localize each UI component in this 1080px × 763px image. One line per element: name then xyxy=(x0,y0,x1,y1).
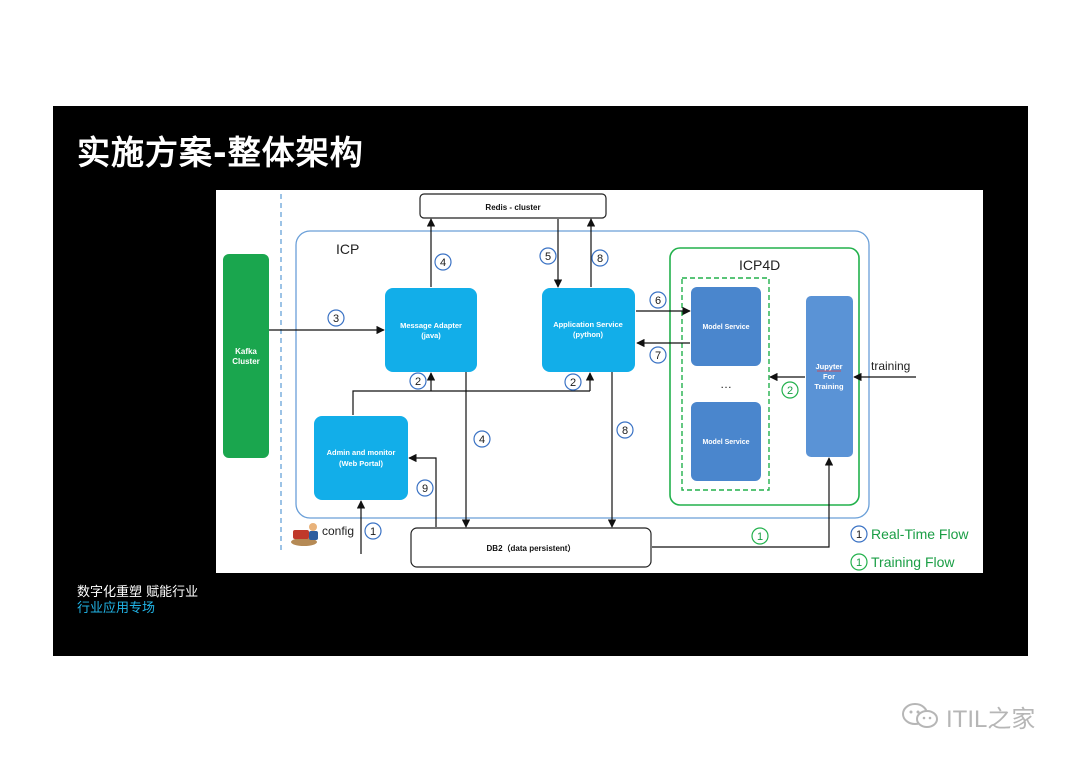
model-service-label-2: Model Service xyxy=(702,439,749,446)
step-6-circle xyxy=(649,291,667,309)
arrow-db2-admin xyxy=(408,453,437,527)
tagline-primary: 数字化重塑 赋能行业 xyxy=(77,585,199,600)
line-admin-config xyxy=(352,390,590,415)
step-2g-circle xyxy=(781,381,799,399)
message-adapter-sub: (java) xyxy=(421,331,441,340)
legend-realtime-circle xyxy=(850,525,868,543)
application-service-sub: (python) xyxy=(573,330,603,339)
config-label: config xyxy=(322,524,354,538)
step-1-number: 1 xyxy=(370,526,376,538)
admin-monitor-label: Admin and monitor xyxy=(327,448,396,457)
step-2b-number: 2 xyxy=(570,377,576,389)
step-2a-number: 2 xyxy=(415,376,421,388)
step-3-number: 3 xyxy=(333,313,339,325)
icp-label: ICP xyxy=(336,241,359,257)
db2-box xyxy=(410,527,652,568)
config-person-icon xyxy=(291,523,318,546)
step-8b-circle xyxy=(616,421,634,439)
step-1g-number: 1 xyxy=(757,531,763,543)
message-adapter-label: Message Adapter xyxy=(400,321,462,330)
legend-realtime-label: Real-Time Flow xyxy=(871,526,969,542)
step-4b-circle xyxy=(473,430,491,448)
step-3-circle xyxy=(327,309,345,327)
legend-realtime-number: 1 xyxy=(856,529,862,541)
application-service-box xyxy=(542,288,635,372)
slide-title: 实施方案-整体架构 xyxy=(77,133,364,172)
tagline-secondary: 行业应用专场 xyxy=(77,601,156,616)
step-7-number: 7 xyxy=(655,350,661,362)
jupyter-label-2: For xyxy=(823,372,835,381)
architecture-diagram: ICP ICP4D Redis - cluster Kafka Cluster … xyxy=(216,190,983,573)
step-1g-circle xyxy=(751,527,769,545)
admin-monitor-sub: (Web Portal) xyxy=(339,459,384,468)
legend-training-circle xyxy=(850,553,868,571)
step-6-number: 6 xyxy=(655,295,661,307)
jupyter-label-3: Training xyxy=(814,382,844,391)
jupyter-box xyxy=(806,296,853,457)
watermark: ITIL之家 xyxy=(900,700,1036,733)
tagline: 数字化重塑 赋能行业 行业应用专场 xyxy=(77,585,198,617)
step-8b-number: 8 xyxy=(622,425,628,437)
model-services-group xyxy=(681,277,770,491)
step-8a-circle xyxy=(591,249,609,267)
admin-monitor-box xyxy=(314,416,408,500)
step-2g-number: 2 xyxy=(787,385,793,397)
db2-label: DB2（data persistent） xyxy=(487,543,576,553)
watermark-text: ITIL之家 xyxy=(946,705,1036,733)
jupyter-label-1: Jupyter xyxy=(815,362,842,371)
step-1-circle xyxy=(364,522,382,540)
application-service-label: Application Service xyxy=(553,320,623,329)
redis-cluster-box xyxy=(419,193,607,219)
slide: 实施方案-整体架构 ICP ICP4D Redis - cluster Kafk… xyxy=(53,106,1028,656)
model-service-box-2 xyxy=(691,402,761,481)
step-8a-number: 8 xyxy=(597,253,603,265)
model-service-box-1 xyxy=(691,287,761,366)
step-4a-number: 4 xyxy=(440,257,446,269)
diagram-svg: ICP ICP4D Redis - cluster Kafka Cluster … xyxy=(223,193,969,571)
model-service-label-1: Model Service xyxy=(702,324,749,331)
kafka-label-2: Cluster xyxy=(232,357,260,366)
step-9-number: 9 xyxy=(422,483,428,495)
step-4a-circle xyxy=(434,253,452,271)
step-5-number: 5 xyxy=(545,251,551,263)
kafka-cluster-box xyxy=(223,254,269,458)
wechat-icon xyxy=(902,703,938,728)
model-ellipsis: … xyxy=(720,377,732,391)
step-7-circle xyxy=(649,346,667,364)
step-2a-circle xyxy=(409,372,427,390)
step-2b-circle xyxy=(564,373,582,391)
legend-training-number: 1 xyxy=(856,557,862,569)
arrow-db2-jupyter xyxy=(652,457,834,548)
step-9-circle xyxy=(416,479,434,497)
kafka-label-1: Kafka xyxy=(235,347,257,356)
icp4d-label: ICP4D xyxy=(739,257,780,273)
message-adapter-box xyxy=(385,288,477,372)
legend-training-label: Training Flow xyxy=(871,554,955,570)
step-5-circle xyxy=(539,247,557,265)
redis-label: Redis - cluster xyxy=(485,203,540,212)
step-4b-number: 4 xyxy=(479,434,485,446)
training-label: training xyxy=(871,359,910,373)
icp-container xyxy=(295,230,870,519)
